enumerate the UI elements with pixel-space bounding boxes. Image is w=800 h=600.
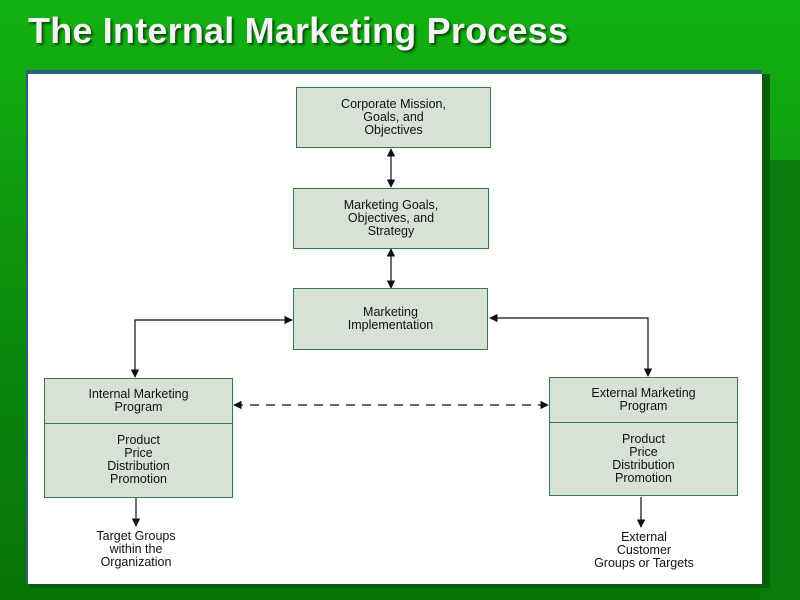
- corporate-mission-box: Corporate Mission, Goals, and Objectives: [296, 87, 491, 148]
- internal-target-caption: Target Groups within the Organization: [96, 529, 176, 569]
- slide-title: The Internal Marketing Process: [28, 10, 569, 51]
- marketing-goals-box: Marketing Goals, Objectives, and Strateg…: [293, 188, 489, 249]
- external-marketing-program-box: External Marketing Program Product Price…: [549, 377, 738, 496]
- external-program-title: External Marketing Program: [550, 378, 737, 423]
- external-target-caption: External Customer Groups or Targets: [594, 530, 694, 570]
- marketing-implementation-box: Marketing Implementation: [293, 288, 488, 350]
- external-program-mix: Product Price Distribution Promotion: [612, 432, 675, 485]
- internal-program-title: Internal Marketing Program: [45, 379, 232, 424]
- internal-marketing-program-box: Internal Marketing Program Product Price…: [44, 378, 233, 498]
- arrow-implementation-internal: [130, 315, 293, 378]
- arrow-implementation-external: [489, 313, 653, 377]
- internal-program-mix: Product Price Distribution Promotion: [107, 433, 170, 486]
